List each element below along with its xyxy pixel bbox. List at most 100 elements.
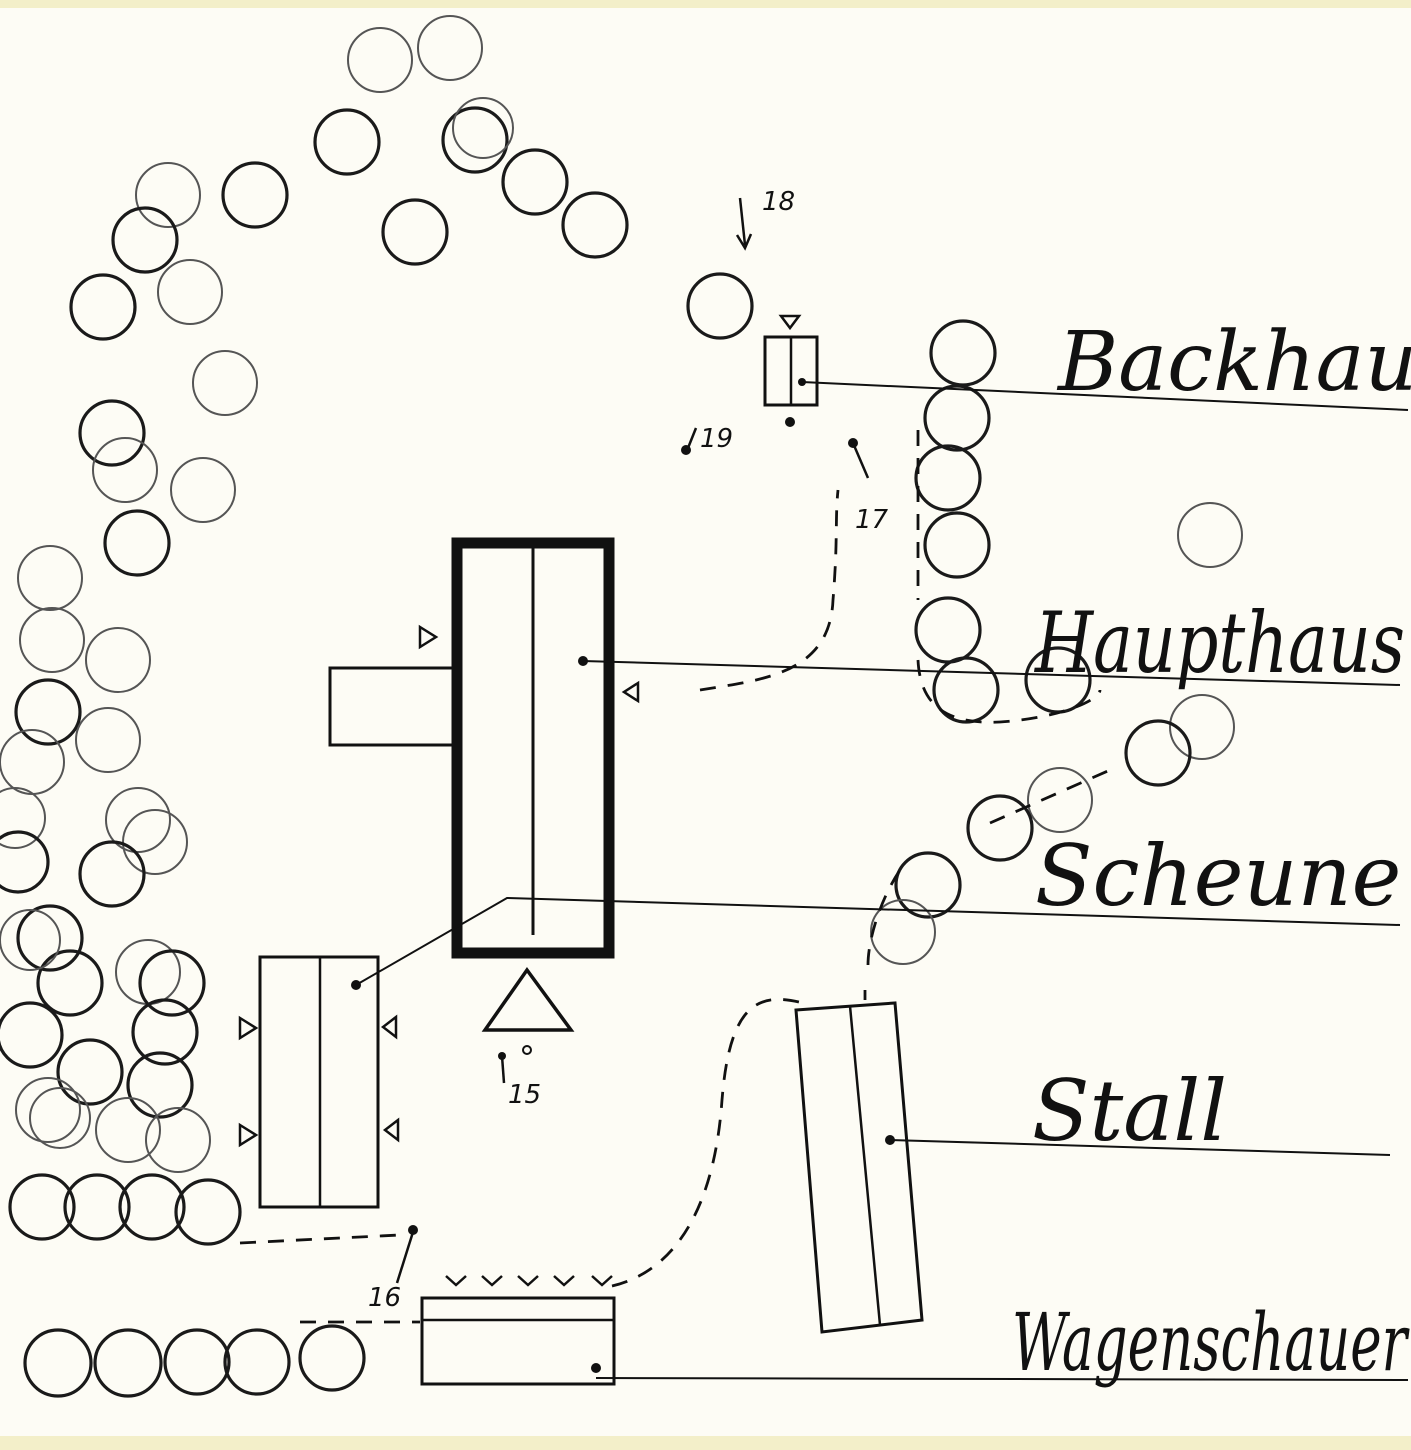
viewpoint-triangle-icon [481, 966, 575, 1032]
leader-scheune [355, 896, 1401, 986]
label-wagenschauer: Wagenschauer [1012, 1296, 1410, 1389]
building-wagenschauer [420, 1275, 616, 1386]
building-scheune [238, 955, 400, 1209]
tree [111, 206, 179, 274]
tree [932, 656, 1000, 724]
label-leader-lines [355, 381, 1409, 1381]
tree [8, 1173, 76, 1241]
tree [14, 678, 82, 746]
tree [0, 787, 46, 849]
tree-lone [686, 272, 754, 340]
tree [92, 437, 158, 503]
tree [221, 161, 289, 229]
path-east-dashes [989, 768, 1111, 825]
tree [1027, 767, 1093, 833]
tree-row-right-of-haupthaus [870, 319, 1243, 965]
tree [103, 509, 171, 577]
marker-dots [408, 438, 858, 1235]
tree [145, 1107, 211, 1173]
marker-16-label: 16 [368, 1283, 401, 1313]
tree [95, 1097, 161, 1163]
label-anchor-dot [591, 1363, 601, 1373]
path-haupthaus-backhaus [699, 489, 840, 692]
tree [1124, 719, 1192, 787]
tree [15, 1077, 81, 1143]
tree-row-upper-arc [69, 15, 629, 577]
tree [223, 1328, 291, 1396]
label-stall: Stall [1032, 1062, 1227, 1160]
gate-marks [445, 1275, 613, 1287]
tree [501, 148, 569, 216]
dashed-paths [239, 430, 1111, 1324]
tree [441, 106, 509, 174]
marker-17-stem [851, 442, 870, 479]
tree-row-left-edge [0, 545, 211, 1173]
tree [0, 909, 61, 971]
tree [381, 198, 449, 266]
tree [138, 949, 206, 1017]
tree [561, 191, 629, 259]
paper [0, 8, 1411, 1436]
leader-backhaus [801, 381, 1409, 411]
tree [914, 444, 982, 512]
marker-16-stem [395, 1231, 415, 1284]
tree [0, 1001, 64, 1069]
entrance-triangle-icon [238, 1122, 259, 1148]
point-dot [785, 417, 795, 427]
tree [157, 259, 223, 325]
tree [78, 840, 146, 908]
label-scheune: Scheune [1035, 827, 1401, 925]
entrance-triangle-icon [380, 1014, 398, 1040]
marker-15-stem [500, 1055, 506, 1084]
building-annex [328, 666, 457, 747]
tree [1169, 694, 1235, 760]
leader-haupthaus [582, 660, 1401, 686]
tree [69, 273, 137, 341]
building-outline [451, 537, 615, 959]
tree [298, 1324, 366, 1392]
tree [126, 1051, 194, 1119]
tree [163, 1328, 231, 1396]
entrance-triangle-icon [238, 1015, 259, 1041]
fence-east-curve [916, 659, 1102, 724]
building-outline [420, 1296, 616, 1386]
leader-stall [889, 1139, 1391, 1156]
building-haupthaus [328, 537, 640, 1055]
tree [19, 607, 85, 673]
tree [131, 998, 199, 1066]
entrance-triangle-icon [382, 1117, 400, 1143]
tree [174, 1178, 242, 1246]
path-stall-wagenschauer [611, 998, 811, 1288]
tree [192, 350, 258, 416]
marker-18-arrow [738, 197, 747, 246]
tree [36, 949, 104, 1017]
label-haupthaus: Haupthaus [1033, 594, 1405, 692]
marker-15-label: 15 [508, 1080, 541, 1110]
marker-18-label: 18 [762, 187, 795, 217]
path-scheune-link [866, 869, 902, 966]
tree [1177, 502, 1243, 568]
tree [23, 1328, 93, 1398]
tree [452, 97, 514, 159]
tree [105, 787, 171, 853]
tree [63, 1173, 131, 1241]
tree [870, 899, 936, 965]
tree [0, 830, 50, 894]
tree [966, 794, 1034, 862]
marker-19-label: 19 [700, 424, 733, 454]
tree [16, 904, 84, 972]
tree [923, 511, 991, 579]
building-outline [794, 1001, 924, 1334]
tree [78, 399, 146, 467]
tree [170, 457, 236, 523]
entrance-triangle-icon [621, 680, 640, 704]
tree [17, 545, 83, 611]
tree [122, 809, 188, 875]
tree [347, 27, 413, 93]
marker-17-label: 17 [855, 505, 889, 535]
tree-row-bottom-left [8, 1173, 242, 1246]
entrance-triangle-icon [778, 314, 802, 331]
tree [135, 162, 201, 228]
tree [29, 1087, 91, 1149]
